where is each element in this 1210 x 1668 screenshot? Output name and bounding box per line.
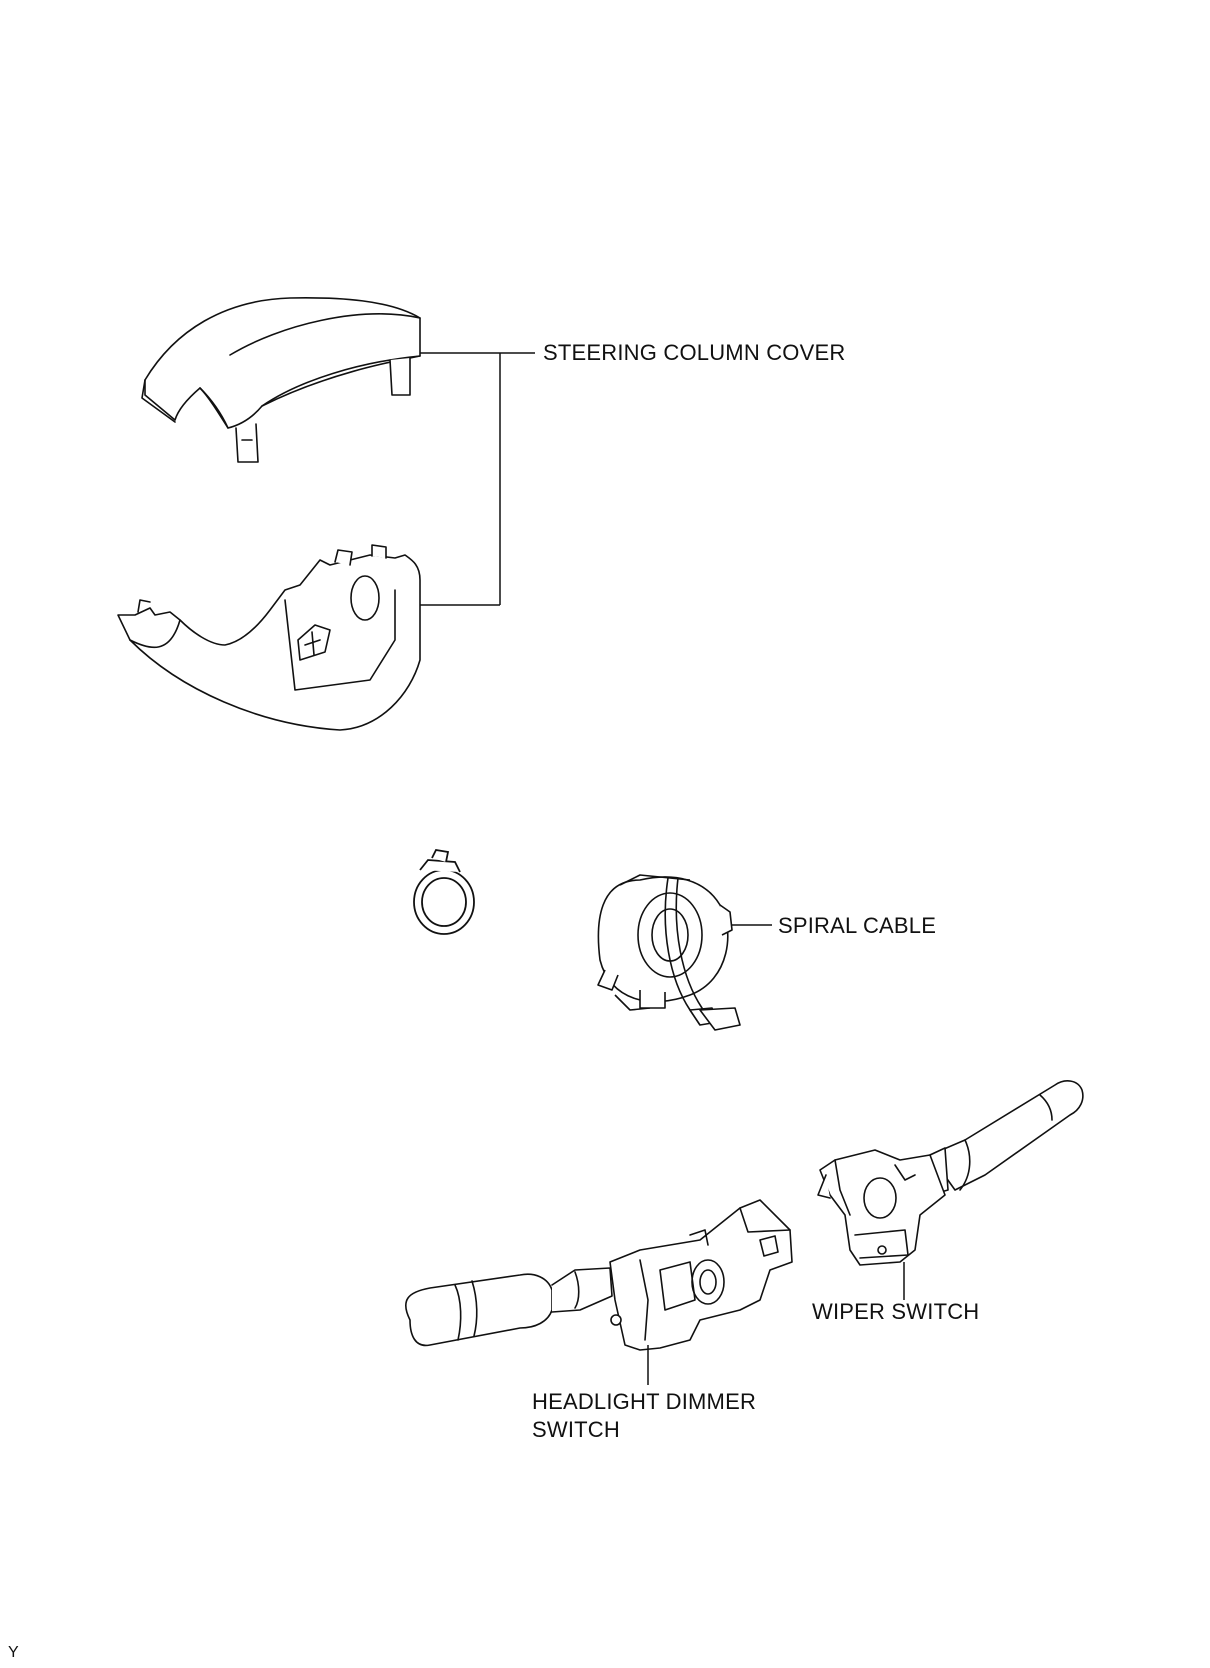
upper-steering-column-cover [142, 298, 420, 462]
headlight-dimmer-switch-label-line1: HEADLIGHT DIMMER [532, 1389, 757, 1414]
figure-code: Y [8, 1644, 19, 1661]
steering-column-cover-label: STEERING COLUMN COVER [543, 340, 846, 365]
spiral-cable-label: SPIRAL CABLE [778, 913, 937, 938]
clamp-ring [414, 850, 474, 934]
wiper-switch-label: WIPER SWITCH [812, 1299, 980, 1324]
steering-column-cover-leader [420, 352, 535, 606]
spiral-cable-illustration [598, 875, 740, 1030]
lower-steering-column-cover [118, 545, 420, 730]
wiper-switch-illustration [818, 1081, 1083, 1265]
headlight-dimmer-switch-illustration [406, 1200, 792, 1350]
headlight-dimmer-switch-label-line2: SWITCH [532, 1417, 620, 1442]
